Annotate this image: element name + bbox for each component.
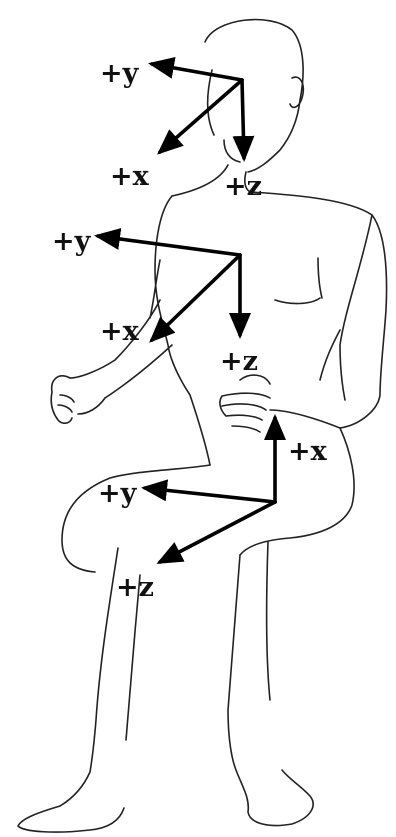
neck-outline [171,164,251,197]
torso-right-outline [249,191,388,429]
chest-line [274,257,323,305]
head-coordinate-frame: +y +x +z [100,57,262,202]
thigh-coordinate-frame: +x +y +z [98,414,328,603]
head-x-axis-arrow [156,78,244,155]
chest-x-axis-arrow [149,253,242,343]
chest-coordinate-frame: +y +x +z [52,226,258,377]
head-y-label: +y [100,58,140,89]
head-y-axis-arrow [148,57,244,82]
thigh-y-label: +y [98,478,138,509]
thigh-x-label: +x [288,436,328,467]
left-leg-outline [59,547,141,807]
thigh-z-label: +z [116,572,154,603]
chest-z-label: +z [220,346,258,377]
right-arm-outline [269,214,373,429]
head-z-axis-arrow [232,78,255,162]
human-figure-outline [17,18,388,833]
head-outline [204,18,304,173]
ear-outline [289,76,305,109]
right-leg-outline [227,541,314,827]
thigh-outline [61,427,355,573]
thigh-z-axis-arrow [156,500,277,564]
chest-x-label: +x [100,316,140,347]
left-foot-outline [17,805,125,833]
chest-y-axis-arrow [94,228,242,257]
chest-y-label: +y [52,226,92,257]
head-x-label: +x [110,161,150,192]
head-z-label: +z [224,171,262,202]
thigh-y-axis-arrow [141,479,277,504]
left-hand-outline [50,375,106,424]
right-hand-outline [219,374,271,433]
